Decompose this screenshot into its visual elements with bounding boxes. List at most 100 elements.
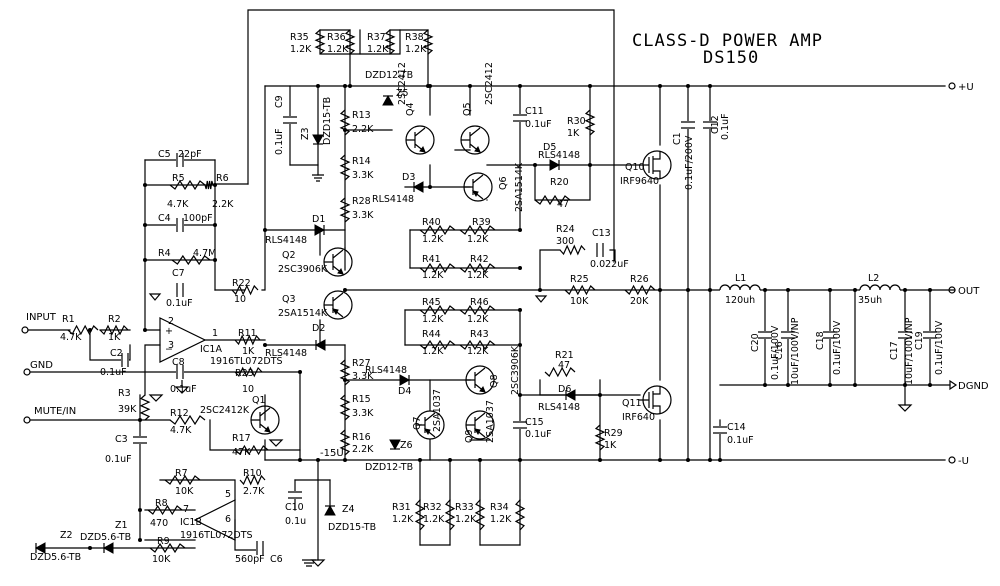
inductor-l2 (859, 284, 901, 292)
terminal-vminus[interactable] (948, 456, 956, 464)
resistor-r32-label: R32 (423, 502, 442, 513)
resistor-r25-value: 10K (570, 296, 589, 307)
components-layer (34, 29, 938, 556)
capacitor-c19-label: C19 (914, 331, 925, 350)
resistor-r39-label: R39 (472, 217, 491, 228)
diode-d3-label: D3 (402, 172, 415, 183)
capacitor-c15 (512, 421, 528, 429)
resistor-r34-label: R34 (490, 502, 509, 513)
capacitor-c11-value: 0.1uF (525, 119, 552, 130)
resistor-r14-value: 3.3K (352, 170, 374, 181)
resistor-r37-value: 1.2K (367, 44, 389, 55)
resistor-r41 (419, 262, 456, 274)
opamp-ic1a: + − (159, 317, 207, 363)
resistor-r28-label: R28 (352, 196, 371, 207)
transistor-q11 (639, 385, 672, 415)
resistor-r8-label: R8 (155, 498, 168, 509)
capacitor-c14 (712, 426, 728, 434)
pin-5-label: 5 (225, 489, 231, 500)
resistor-r36-label: R36 (327, 32, 346, 43)
resistor-r45-label: R45 (422, 297, 441, 308)
resistor-r21 (544, 366, 576, 378)
resistor-r7 (164, 474, 201, 486)
resistor-r11-value: 1K (242, 346, 255, 357)
transistor-q2-value: 2SC3906K (278, 264, 328, 275)
resistor-r4-value: 4.7M (193, 248, 216, 259)
terminal-input[interactable] (21, 326, 29, 334)
capacitor-c1-label: C1 (672, 132, 683, 145)
terminal-vplus[interactable] (948, 82, 956, 90)
resistor-r8-value: 470 (150, 518, 168, 529)
transistor-q4 (405, 125, 435, 155)
terminal-mute[interactable] (23, 416, 31, 424)
resistor-r2-value: 1K (108, 332, 121, 343)
capacitor-c8-value: 0.1uF (170, 384, 197, 395)
resistor-r14-label: R14 (352, 156, 371, 167)
resistor-r46-label: R46 (470, 297, 489, 308)
resistor-r8 (147, 504, 183, 516)
terminal-dgnd[interactable] (949, 379, 958, 391)
zener-z4 (324, 504, 336, 516)
resistor-r30 (584, 109, 596, 136)
resistor-r20-label: R20 (550, 177, 569, 188)
zener-z2-label: Z2 (60, 530, 73, 541)
transistor-q5 (460, 125, 490, 155)
resistor-r9-label: R9 (157, 536, 170, 547)
resistor-r32 (444, 499, 456, 531)
terminal-out[interactable] (948, 286, 956, 294)
capacitor-c13-label: C13 (592, 228, 611, 239)
resistor-r34-value: 1.2K (490, 514, 512, 525)
capacitor-c19-value: 0.1uF/100V (934, 320, 945, 375)
capacitor-c12-value: 0.1uF (720, 113, 731, 140)
zener-z2-value: DZD5.6-TB (30, 552, 81, 563)
resistor-r38-label: R38 (405, 32, 424, 43)
transistor-q5-label: Q5 (462, 102, 473, 116)
capacitor-c18 (822, 331, 838, 339)
diode-d5 (549, 159, 561, 171)
capacitor-c12-label: C12 (710, 115, 721, 134)
capacitor-c14-value: 0.1uF (727, 435, 754, 446)
resistor-r4 (171, 254, 211, 266)
title-line2: DS150 (703, 48, 759, 68)
diode-d2-value: RLS4148 (265, 348, 307, 359)
resistor-r25-label: R25 (570, 274, 589, 285)
capacitor-c18-label: C18 (815, 331, 826, 350)
resistor-r40-value: 1.2K (422, 234, 444, 245)
terminal-gnd[interactable] (23, 368, 31, 376)
resistor-r24-value: 300 (556, 236, 574, 247)
zener-z5-label: Z5 (396, 88, 409, 99)
svg-text:+: + (165, 326, 173, 337)
capacitor-c6-label: C6 (270, 554, 283, 565)
resistor-r17-value: 47K (232, 447, 251, 458)
resistor-r27 (339, 359, 351, 386)
diode-d6-label: D6 (558, 384, 571, 395)
resistor-r30-label: R30 (567, 116, 586, 127)
pin-1-label: 1 (212, 328, 218, 339)
resistor-r42-value: 1.2K (467, 270, 489, 281)
capacitor-c6 (256, 540, 264, 556)
resistor-r35-value: 1.2K (290, 44, 312, 55)
diode-d4-value: RLS4148 (365, 365, 407, 376)
diode-d1-label: D1 (312, 214, 325, 225)
resistor-r38 (422, 29, 434, 55)
resistor-r43 (459, 339, 496, 351)
resistor-r41-label: R41 (422, 254, 441, 265)
transistor-q9-value: 2SA1037 (485, 400, 496, 443)
resistor-r37 (384, 29, 396, 55)
resistor-r42-label: R42 (470, 254, 489, 265)
pin-3-label: 3 (168, 340, 174, 351)
capacitor-c1 (680, 121, 696, 129)
inductor-l1 (719, 284, 761, 292)
transistor-q3-label: Q3 (282, 294, 296, 305)
transistor-q6-value: 2SA1514K (514, 162, 525, 212)
diode-d4-label: D4 (398, 386, 411, 397)
transistor-q7-label: Q7 (412, 416, 423, 430)
zener-z2 (34, 542, 46, 554)
resistor-r30-value: 1K (567, 128, 580, 139)
resistor-r10-value: 2.7K (243, 486, 265, 497)
zener-z5 (382, 94, 394, 106)
resistor-r11 (234, 334, 261, 346)
resistor-r28 (339, 197, 351, 223)
resistor-r13-value: 2.2K (352, 124, 374, 135)
resistor-r29-label: R29 (604, 428, 623, 439)
